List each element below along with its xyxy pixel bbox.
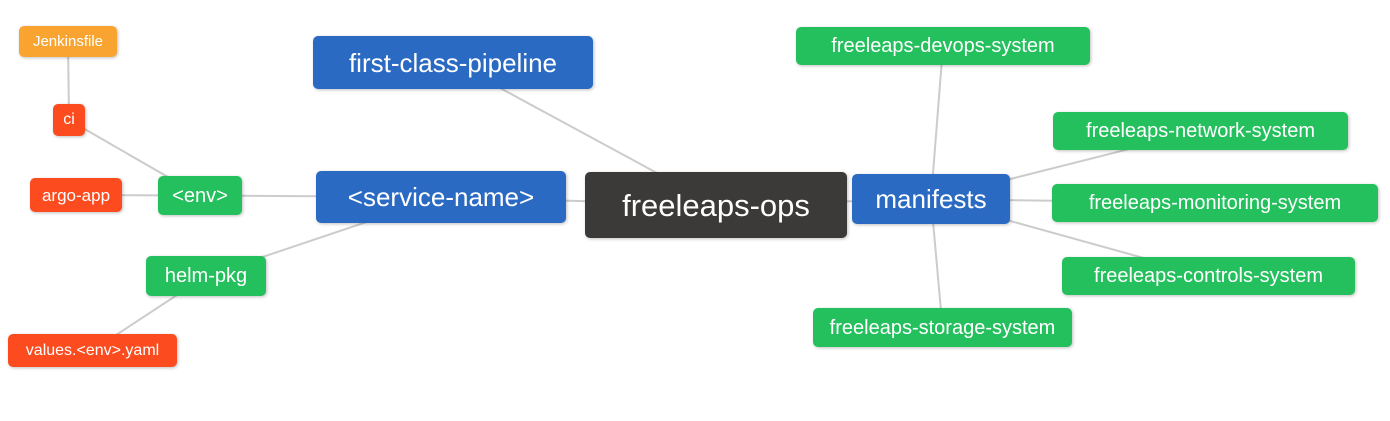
node-manifests[interactable]: manifests (852, 174, 1010, 224)
node-label: values.<env>.yaml (25, 341, 160, 359)
node-label: ci (63, 111, 75, 128)
node-label: freeleaps-ops (622, 187, 810, 223)
node-jenkinsfile[interactable]: Jenkinsfile (19, 26, 117, 57)
node-label: freeleaps-monitoring-system (1088, 192, 1342, 214)
node-monitoring-system[interactable]: freeleaps-monitoring-system (1052, 184, 1378, 222)
node-label: freeleaps-controls-system (1094, 265, 1323, 287)
node-ci[interactable]: ci (53, 104, 85, 136)
node-label: first-class-pipeline (348, 47, 558, 78)
node-label: <env> (172, 184, 228, 207)
node-label: manifests (875, 184, 987, 214)
node-label: helm-pkg (164, 265, 248, 287)
node-service-name[interactable]: <service-name> (316, 171, 566, 223)
node-label: freeleaps-storage-system (829, 316, 1056, 339)
node-values-env-yaml[interactable]: values.<env>.yaml (8, 334, 177, 367)
node-freeleaps-ops[interactable]: freeleaps-ops (585, 172, 847, 238)
node-label: <service-name> (347, 182, 535, 212)
node-network-system[interactable]: freeleaps-network-system (1053, 112, 1348, 150)
node-label: Jenkinsfile (32, 33, 104, 50)
node-label: freeleaps-network-system (1086, 120, 1315, 142)
node-storage-system[interactable]: freeleaps-storage-system (813, 308, 1072, 347)
node-argo-app[interactable]: argo-app (30, 178, 122, 212)
node-env[interactable]: <env> (158, 176, 242, 215)
node-first-class-pipeline[interactable]: first-class-pipeline (313, 36, 593, 89)
node-helm-pkg[interactable]: helm-pkg (146, 256, 266, 296)
node-label: freeleaps-devops-system (831, 35, 1055, 57)
node-controls-system[interactable]: freeleaps-controls-system (1062, 257, 1355, 295)
node-devops-system[interactable]: freeleaps-devops-system (796, 27, 1090, 65)
edge-manifests-devops-system (930, 45, 944, 200)
node-label: argo-app (41, 185, 111, 205)
